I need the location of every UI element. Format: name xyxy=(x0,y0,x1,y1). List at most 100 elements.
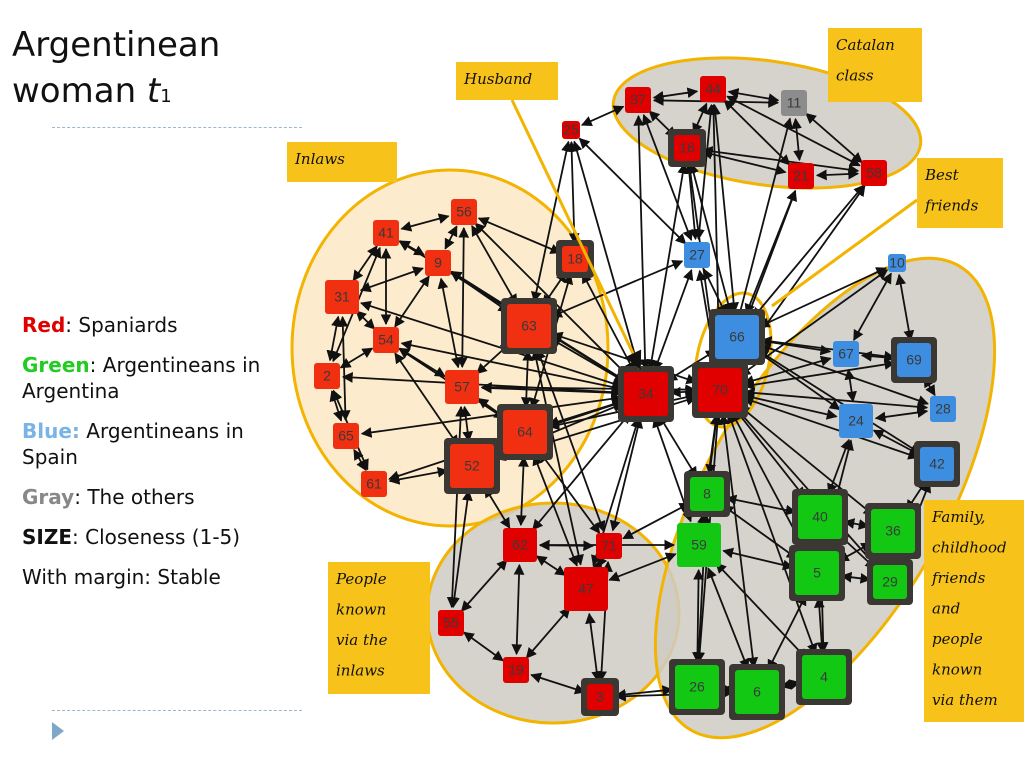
node-box xyxy=(562,121,580,139)
edge-47-19 xyxy=(525,607,571,659)
edge-63-71 xyxy=(535,348,606,532)
node-box xyxy=(596,533,622,559)
node-label: 66 xyxy=(729,329,745,345)
node-label: 57 xyxy=(454,379,470,395)
note-husband: Husband xyxy=(456,62,558,100)
edge-27-44 xyxy=(694,103,716,241)
node-57: 57 xyxy=(445,370,479,404)
edge-34-70 xyxy=(669,386,697,398)
node-box xyxy=(503,657,529,683)
title-word: woman xyxy=(12,71,147,111)
edge-55-19 xyxy=(463,631,504,662)
edge-66-16 xyxy=(688,162,734,314)
title-subscript: 1 xyxy=(160,86,172,107)
note-line: and xyxy=(932,600,960,618)
node-label: 63 xyxy=(521,318,537,334)
node-label: 40 xyxy=(812,509,828,525)
node-42: 42 xyxy=(914,441,960,487)
node-6: 6 xyxy=(729,664,785,720)
legend-sep: : xyxy=(89,353,103,377)
edge-8-71 xyxy=(622,502,691,540)
node-70: 70 xyxy=(692,362,748,418)
node-box xyxy=(625,87,651,113)
edge-5-29 xyxy=(840,571,872,584)
note-line: People xyxy=(335,570,387,588)
node-label: 69 xyxy=(906,352,922,368)
node-box xyxy=(861,160,887,186)
legend-text: With margin: Stable xyxy=(22,565,221,589)
node-label: 16 xyxy=(679,140,695,156)
top-divider xyxy=(52,127,302,128)
note-box xyxy=(917,158,1003,228)
node-label: 54 xyxy=(378,332,394,348)
node-5: 5 xyxy=(789,545,845,601)
edge-62-19 xyxy=(511,563,525,656)
legend-key: Gray xyxy=(22,485,75,509)
legend-blue: Blue: Argentineans in Spain xyxy=(22,418,272,470)
node-box xyxy=(788,163,814,189)
node-box xyxy=(930,396,956,422)
legend-key: Blue: xyxy=(22,419,80,443)
node-box xyxy=(333,423,359,449)
node-8: 8 xyxy=(684,471,730,517)
node-10: 10 xyxy=(888,254,906,272)
node-label: 26 xyxy=(689,679,705,695)
legend-margin: With margin: Stable xyxy=(22,564,272,590)
note-line: friends xyxy=(931,569,986,587)
node-box xyxy=(438,610,464,636)
node-label: 24 xyxy=(848,413,864,429)
node-box xyxy=(802,655,846,699)
node-63: 63 xyxy=(501,298,557,354)
note-box xyxy=(456,62,558,100)
edge-5-6 xyxy=(767,594,807,671)
edge-34-37 xyxy=(633,114,651,371)
node-label: 41 xyxy=(378,225,394,241)
node-36: 36 xyxy=(865,503,921,559)
node-label: 67 xyxy=(838,346,854,362)
node-4: 4 xyxy=(796,649,852,705)
edge-25-63 xyxy=(530,140,572,303)
node-box xyxy=(314,363,340,389)
legend-size: SIZE: Closeness (1-5) xyxy=(22,524,272,550)
note-line: people xyxy=(932,630,983,648)
title-line-2: woman t1 xyxy=(12,68,220,120)
note-line: class xyxy=(836,67,874,85)
node-box xyxy=(373,327,399,353)
node-box xyxy=(624,372,668,416)
node-box xyxy=(871,509,915,553)
node-65: 65 xyxy=(333,423,359,449)
node-box xyxy=(361,471,387,497)
node-box xyxy=(839,404,873,438)
legend-sep: : xyxy=(65,313,79,337)
node-26: 26 xyxy=(669,659,725,715)
legend: Red: Spaniards Green: Argentineans in Ar… xyxy=(22,312,272,604)
node-47: 47 xyxy=(564,567,608,611)
node-label: 56 xyxy=(456,204,472,220)
node-label: 11 xyxy=(787,95,802,111)
node-box xyxy=(795,551,839,595)
node-label: 28 xyxy=(935,401,951,417)
legend-text: The others xyxy=(87,485,195,509)
legend-red: Red: Spaniards xyxy=(22,312,272,338)
husband-pointer xyxy=(510,99,642,370)
node-box xyxy=(503,410,547,454)
node-label: 27 xyxy=(689,247,705,263)
node-label: 18 xyxy=(567,251,583,267)
node-box xyxy=(888,254,906,272)
note-line: friends xyxy=(924,197,979,215)
node-28: 28 xyxy=(930,396,956,422)
note-line: inlaws xyxy=(336,662,385,680)
node-box xyxy=(677,523,721,567)
node-9: 9 xyxy=(425,250,451,276)
node-label: 25 xyxy=(563,122,579,138)
edge-8-5 xyxy=(722,504,798,560)
node-label: 71 xyxy=(601,538,617,554)
node-24: 24 xyxy=(839,404,873,438)
node-label: 61 xyxy=(366,476,382,492)
note-box xyxy=(287,142,397,182)
legend-key: SIZE xyxy=(22,525,73,549)
bottom-divider xyxy=(52,710,302,711)
legend-text: Spaniards xyxy=(78,313,178,337)
node-2: 2 xyxy=(314,363,340,389)
